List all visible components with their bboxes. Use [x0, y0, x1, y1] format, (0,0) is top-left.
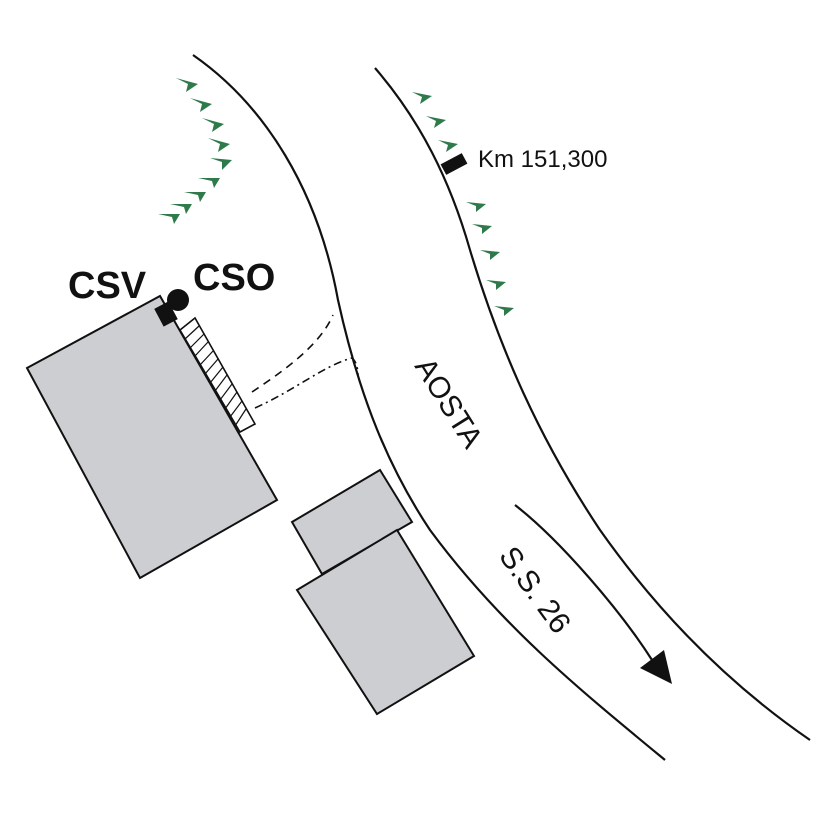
road-label: S.S. 26	[492, 541, 577, 640]
cso-label: CSO	[193, 257, 275, 299]
embankment-slope-hatch-icon-right	[412, 92, 514, 316]
embankment-slope-hatch-icon-left	[158, 78, 232, 224]
access-path-lower	[254, 357, 359, 409]
building-small	[290, 468, 414, 576]
road-right-edge	[374, 67, 811, 741]
stair-steps	[184, 325, 247, 427]
direction-arrow-icon	[514, 504, 672, 684]
stair-ramp	[178, 316, 257, 434]
csv-marker-square-icon	[154, 301, 178, 327]
cso-marker-dot-icon	[167, 289, 189, 311]
access-path-upper	[251, 314, 334, 393]
building-main	[25, 294, 279, 580]
town-label: AOSTA	[408, 352, 489, 454]
road-left-edge	[192, 54, 666, 761]
km-marker-label: Km 151,300	[478, 146, 607, 173]
building-lower	[295, 528, 476, 716]
csv-label: CSV	[68, 265, 147, 307]
km-marker-milestone-icon	[440, 153, 468, 175]
